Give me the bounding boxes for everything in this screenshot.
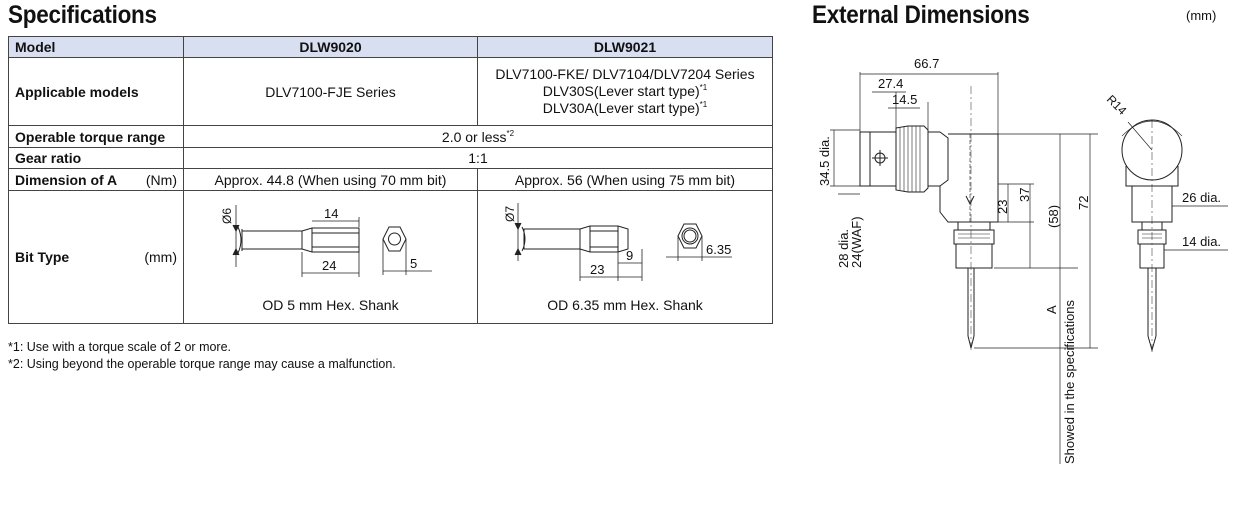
dim-a: A: [1044, 305, 1059, 314]
bit1-length-14: 14: [324, 206, 338, 221]
external-dimensions-drawing: 66.7 27.4 14.5 34.5 dia. 28 dia. 24(WAF)…: [817, 56, 1228, 464]
applicable-line-3: DLV30A(Lever start type): [542, 100, 700, 116]
bit-type-unit: (mm): [144, 249, 177, 265]
bit-diagram-5mm: Ø6 14 24 5: [220, 205, 432, 277]
dim-24-waf: 24(WAF): [849, 216, 864, 268]
table-row: Dimension of A (Nm) Approx. 44.8 (When us…: [8, 168, 773, 191]
dimension-a-dlw9021: Approx. 56 (When using 75 mm bit): [477, 168, 773, 191]
bit2-caption: OD 6.35 mm Hex. Shank: [547, 297, 703, 313]
dimension-unit: (mm): [1186, 8, 1217, 23]
bit1-hex-5: 5: [410, 256, 417, 271]
dimension-a-unit: (Nm): [145, 171, 177, 188]
bit1-caption: OD 5 mm Hex. Shank: [262, 297, 399, 313]
dim-showed-in-specifications: Showed in the specifications: [1062, 299, 1077, 464]
bit-type-dlw9021: Ø7 9 23 6.35 OD 6.35 mm Hex. Shank: [477, 190, 773, 324]
dimension-a-label: Dimension of A: [15, 171, 118, 188]
knurled-ring: [895, 125, 929, 193]
footnote-ref: *2: [506, 128, 515, 138]
applicable-models-dlw9021: DLV7100-FKE/ DLV7104/DLV7204 Series DLV3…: [477, 57, 773, 126]
torque-range-label: Operable torque range: [8, 125, 184, 148]
footnote-2: *2: Using beyond the operable torque ran…: [8, 357, 396, 371]
bit-type-label: Bit Type: [15, 249, 70, 265]
applicable-line-2: DLV30S(Lever start type): [542, 83, 700, 99]
specifications-table: Model DLW9020 DLW9021 Applicable models …: [8, 36, 773, 324]
footnotes: *1: Use with a torque scale of 2 or more…: [8, 339, 396, 373]
dim-26-dia: 26 dia.: [1182, 190, 1221, 205]
dim-58: (58): [1046, 205, 1061, 228]
model-dlw9021: DLW9021: [477, 36, 773, 58]
gear-ratio-label: Gear ratio: [8, 147, 184, 169]
dim-28-dia: 28 dia.: [836, 229, 851, 268]
table-row: Operable torque range 2.0 or less*2: [8, 125, 773, 148]
bit1-length-24: 24: [322, 258, 336, 273]
torque-range-value: 2.0 or less*2: [183, 125, 773, 148]
dim-34-5-dia: 34.5 dia.: [817, 136, 832, 186]
dim-66-7: 66.7: [914, 56, 939, 71]
bit1-diameter: Ø6: [220, 208, 234, 224]
applicable-line-1: DLV7100-FKE/ DLV7104/DLV7204 Series: [495, 66, 755, 82]
applicable-models-dlw9020: DLV7100-FJE Series: [183, 57, 478, 126]
footnote-ref: *1: [699, 100, 708, 109]
table-row: Bit Type(mm) Ø6 14 2: [8, 190, 773, 324]
bit2-length-9: 9: [626, 248, 633, 263]
table-header-row: Model DLW9020 DLW9021: [8, 36, 773, 58]
dimension-a-dlw9020: Approx. 44.8 (When using 70 mm bit): [183, 168, 478, 191]
specifications-title: Specifications: [8, 1, 157, 29]
footnote-ref: *1: [699, 83, 708, 92]
dim-14-5: 14.5: [892, 92, 917, 107]
applicable-models-label: Applicable models: [8, 57, 184, 126]
gear-ratio-value: 1:1: [183, 147, 773, 169]
dim-37: 37: [1017, 188, 1032, 202]
model-dlw9020: DLW9020: [183, 36, 478, 58]
dim-72: 72: [1076, 196, 1091, 210]
external-dimensions-title: External Dimensions: [812, 1, 1030, 29]
drive-nut: [859, 131, 897, 187]
bit-diagram-635mm: Ø7 9 23 6.35: [503, 203, 732, 281]
bit2-diameter: Ø7: [503, 206, 517, 222]
dim-23: 23: [995, 200, 1010, 214]
bit-type-dlw9020: Ø6 14 24 5 OD 5 mm Hex. Shank: [183, 190, 478, 324]
gear-head-body: [939, 133, 999, 223]
dim-14-dia: 14 dia.: [1182, 234, 1221, 249]
model-label: Model: [8, 36, 184, 58]
dim-27-4: 27.4: [878, 76, 903, 91]
dim-r14: R14: [1104, 92, 1130, 118]
bit2-hex-635: 6.35: [706, 242, 731, 257]
footnote-1: *1: Use with a torque scale of 2 or more…: [8, 340, 232, 354]
bit2-length-23: 23: [590, 262, 604, 277]
table-row: Applicable models DLV7100-FJE Series DLV…: [8, 57, 773, 126]
table-row: Gear ratio 1:1: [8, 147, 773, 169]
